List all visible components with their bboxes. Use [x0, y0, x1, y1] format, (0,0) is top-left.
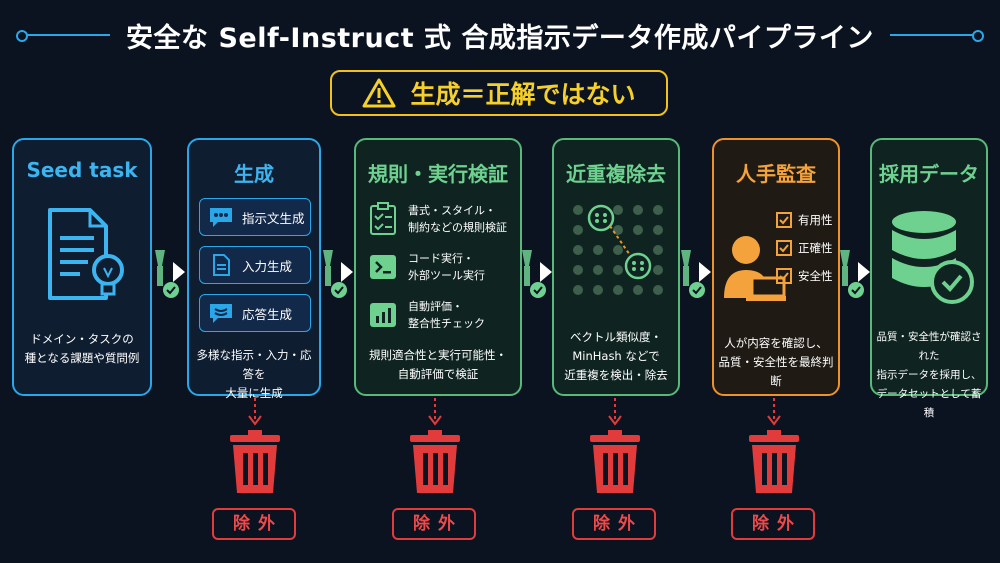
stage-rule-execution-check: 規則・実行検証 書式・スタイル・ 制約などの規則検証 コード実行・ 外部ツール実… — [354, 138, 522, 396]
reply-icon — [210, 304, 232, 323]
title-decoration-line — [22, 34, 110, 36]
stage-desc-line: 品質・安全性を最終判断 — [718, 355, 834, 388]
stage-title: 人手監査 — [736, 162, 816, 186]
stage-desc-line: 多様な指示・入力・応答を — [196, 348, 312, 381]
chat-bubble-icon — [210, 208, 232, 227]
trash-icon — [230, 398, 280, 493]
audit-check-accuracy: 正確性 — [776, 240, 833, 256]
exclude-badge: 除外 — [392, 508, 476, 540]
gen-item-label: 入力生成 — [242, 258, 293, 274]
trash-icon — [590, 398, 640, 493]
stage-desc-line: ベクトル類似度・ — [570, 330, 662, 344]
exclude-group-audit: 除外 — [725, 398, 825, 548]
stage-seed-task: Seed task ドメイン・タスクの 種となる課題や質問例 — [12, 138, 152, 396]
document-icon — [213, 254, 230, 276]
database-check-icon — [892, 211, 974, 304]
rule-item-line: 整合性チェック — [408, 317, 485, 330]
stage-desc-line: 品質・安全性が確認された — [876, 331, 982, 362]
stage-near-dedup: 近重複除去 ベクトル類似度・ MinHash などで 近重複を検出・除去 — [552, 138, 680, 396]
stage-adopted-data: 採用データ 品質・安全性が確認された 指示データを採用し、 データセットとして蓄… — [870, 138, 988, 419]
rule-item-line: 制約などの規則検証 — [408, 221, 507, 234]
exclude-badge: 除外 — [212, 508, 296, 540]
stage-desc-line: 種となる課題や質問例 — [24, 351, 140, 365]
page-title: 安全な Self-Instruct 式 合成指示データ作成パイプライン — [126, 23, 874, 54]
title-decoration-line — [890, 34, 978, 36]
stage-title: Seed task — [26, 158, 138, 182]
rule-item-line: 外部ツール実行 — [408, 269, 485, 282]
gen-item-label: 応答生成 — [242, 306, 293, 322]
connector-arrow — [323, 250, 353, 298]
stage-desc-line: 人が内容を確認し、 — [724, 336, 828, 350]
terminal-icon — [370, 255, 396, 279]
exclude-group-generation: 除外 — [206, 398, 306, 548]
connector-arrow — [840, 250, 870, 298]
stage-human-audit: 人手監査 有用性 正確性 安全性 人が内容を確認し、 品質・安全性を最終判断 — [712, 138, 840, 396]
rule-item-line: コード実行・ — [408, 252, 474, 265]
exclude-group-dedup: 除外 — [566, 398, 666, 548]
trash-icon — [410, 398, 460, 493]
exclude-group-rule-check: 除外 — [386, 398, 486, 548]
stage-desc-line: 規則適合性と実行可能性・ — [369, 348, 507, 362]
checklist-icon — [370, 202, 396, 235]
stage-desc-line: ドメイン・タスクの — [30, 332, 134, 346]
gen-item-input: 入力生成 — [199, 246, 311, 284]
exclude-badge: 除外 — [731, 508, 815, 540]
exclude-badge: 除外 — [572, 508, 656, 540]
bar-chart-icon — [370, 303, 396, 327]
stage-desc-line: 近重複を検出・除去 — [564, 368, 668, 382]
connector-arrow — [155, 250, 185, 298]
checkbox-checked-icon — [776, 268, 792, 284]
connector-arrow — [681, 250, 711, 298]
title-decoration-dot — [972, 30, 984, 42]
title-decoration-dot — [16, 30, 28, 42]
audit-check-usefulness: 有用性 — [776, 212, 833, 228]
stage-desc-line: データセットとして蓄積 — [876, 388, 982, 419]
warning-triangle-icon — [362, 78, 396, 108]
stage-desc-line: 自動評価で検証 — [397, 367, 479, 381]
connector-arrow — [522, 250, 552, 298]
rule-item-auto-eval: 自動評価・ 整合性チェック — [368, 298, 518, 332]
stage-title: 規則・実行検証 — [368, 162, 508, 186]
gen-item-label: 指示文生成 — [242, 210, 305, 226]
stage-title: 近重複除去 — [566, 162, 666, 186]
audit-check-label: 正確性 — [798, 241, 833, 255]
checkbox-checked-icon — [776, 212, 792, 228]
stage-generation: 生成 指示文生成 入力生成 応答生成 多様な指示・入力・応答を 大量に生成 — [187, 138, 321, 400]
stage-title: 生成 — [234, 162, 274, 186]
audit-check-label: 有用性 — [798, 213, 833, 227]
stage-desc-line: MinHash などで — [572, 349, 660, 363]
audit-check-label: 安全性 — [798, 269, 833, 283]
warning-text: 生成＝正解ではない — [410, 80, 636, 109]
title-bar: 安全な Self-Instruct 式 合成指示データ作成パイプライン — [0, 10, 1000, 58]
rule-item-execution: コード実行・ 外部ツール実行 — [368, 250, 518, 284]
stage-desc-line: 大量に生成 — [225, 386, 283, 400]
audit-check-safety: 安全性 — [776, 268, 833, 284]
person-laptop-icon — [724, 236, 786, 301]
rule-item-line: 自動評価・ — [408, 300, 463, 313]
rule-item-line: 書式・スタイル・ — [408, 204, 496, 217]
gen-item-instruction: 指示文生成 — [199, 198, 311, 236]
stage-desc-line: 指示データを採用し、 — [876, 369, 982, 381]
warning-banner: 生成＝正解ではない — [330, 70, 668, 116]
gen-item-response: 応答生成 — [199, 294, 311, 332]
document-lightbulb-icon — [48, 208, 124, 300]
trash-icon — [749, 398, 799, 493]
dot-grid-dedup-icon — [573, 204, 663, 295]
stage-title: 採用データ — [879, 162, 979, 186]
rule-item-format: 書式・スタイル・ 制約などの規則検証 — [368, 202, 518, 236]
checkbox-checked-icon — [776, 240, 792, 256]
